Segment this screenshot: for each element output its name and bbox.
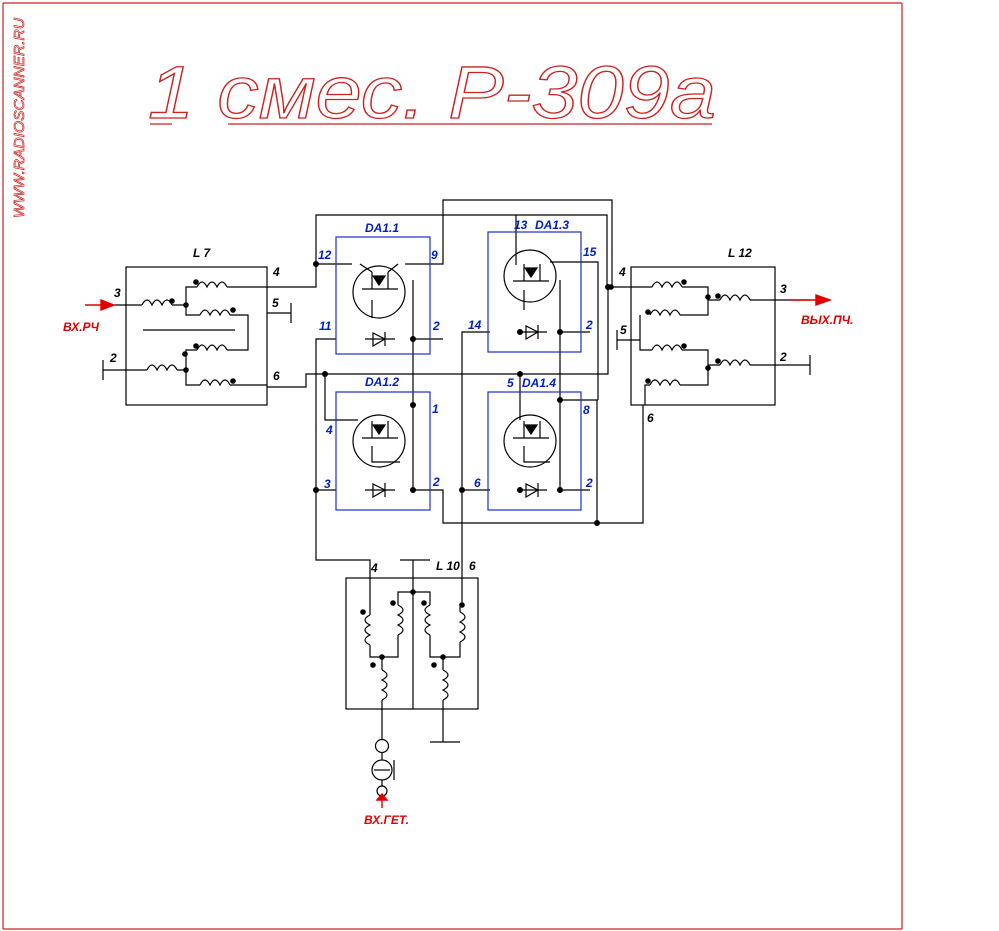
l7-block [102,266,292,406]
da14-pin-d: 2 [585,476,593,490]
da11-name: DA1.1 [365,221,399,235]
junction-dots [313,261,611,526]
l10-pin6: 6 [469,559,476,573]
l12-name: L 12 [728,246,752,260]
ic-labels: DA1.1 12 9 11 2 DA1.2 4 1 3 2 DA1.3 13 1… [318,218,597,491]
da12-pin-d: 2 [432,475,440,489]
da12-name: DA1.2 [365,375,399,389]
l7-name: L 7 [193,246,211,260]
drawing-frame [2,2,903,930]
ic-outlines [335,231,582,511]
signal-labels: ВХ.РЧ ВЫХ.ПЧ. ВХ.ГЕТ. [63,313,853,827]
l10-pin4: 4 [370,561,378,575]
da13-name: DA1.3 [535,218,569,232]
da12-pin-b: 1 [432,402,439,416]
da11-pin-d: 2 [432,319,440,333]
l7-dots [169,279,236,384]
da13-pin-a: 13 [514,218,528,232]
l10-name: L 10 [436,559,460,573]
l12-block [611,266,811,406]
da14-pin-b: 8 [583,403,590,417]
l7-pin5: 5 [272,296,279,310]
da12-pin-c: 3 [324,477,331,491]
l7-labels: L 7 3 2 4 5 6 [109,246,280,383]
l7-pin2: 2 [109,351,117,365]
rf-input-label: ВХ.РЧ [63,320,100,334]
da13-pin-b: 15 [583,245,597,259]
l10-dots [360,589,465,668]
l10-labels: L 10 4 6 [370,559,476,575]
da11-pin-a: 12 [318,248,332,262]
da11-pin-c: 11 [319,319,332,333]
page-title: 1 смес. Р-309а [148,51,716,134]
lo-input-label: ВХ.ГЕТ. [364,813,409,827]
da13-pin-c: 14 [468,318,482,332]
da14-pin-a: 5 [507,376,514,390]
da11-pin-b: 9 [431,248,438,262]
l12-labels: L 12 4 5 6 3 2 [618,246,787,425]
ic-internals [352,249,557,499]
da13-pin-d: 2 [585,318,593,332]
l12-pin2: 2 [779,350,787,364]
da14-pin-c: 6 [474,476,481,490]
l7-pin3: 3 [114,286,121,300]
da12-pin-a: 4 [325,423,333,437]
l12-pin3: 3 [780,282,787,296]
l7-pin6: 6 [273,369,280,383]
lo-connector [371,738,395,797]
l7-pin4: 4 [272,265,280,279]
if-output-label: ВЫХ.ПЧ. [801,313,853,327]
interconnect-wiring [267,199,644,605]
l10-block [345,577,479,786]
l12-pin4: 4 [618,265,626,279]
site-watermark: WWW.RADIOSCANNER.RU [11,18,28,218]
da14-name: DA1.4 [522,376,556,390]
signal-arrows [85,294,833,808]
l12-pin6: 6 [647,411,654,425]
l12-pin5: 5 [620,323,627,337]
